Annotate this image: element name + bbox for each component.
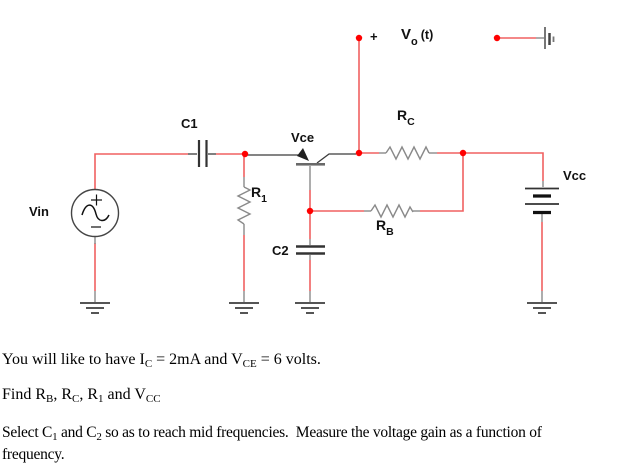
ground-icon-r1 — [229, 302, 259, 314]
label-rc-sub: C — [407, 116, 415, 128]
ground-icon-vin — [80, 302, 110, 314]
resistor-rc — [385, 145, 430, 161]
resistor-r1 — [236, 186, 252, 225]
label-vo-paren: (t) — [420, 28, 434, 42]
problem-line-4: frequency. — [2, 446, 65, 464]
p2-sub-rb: B — [46, 393, 54, 405]
circuit-canvas — [70, 27, 559, 314]
label-rc-main: R — [397, 107, 408, 123]
p2-text: and V — [103, 386, 146, 403]
p2-sub-rc: C — [72, 393, 80, 405]
wires — [94, 37, 544, 291]
label-vcc: Vcc — [563, 168, 587, 183]
p3-sub-c2: 2 — [96, 431, 102, 443]
p1-text: = 6 volts. — [256, 351, 321, 368]
label-r1-sub: 1 — [261, 193, 267, 205]
p3-text: and C — [57, 424, 97, 441]
label-rb-sub: B — [386, 226, 394, 238]
label-c2: C2 — [272, 243, 289, 258]
problem-line-3: Select C1 and C2 so as to reach mid freq… — [2, 424, 542, 443]
p1-text: You will like to have I — [2, 351, 145, 368]
battery-icon — [525, 187, 559, 215]
label-rc: RC — [397, 107, 415, 128]
label-vo-plus: + — [370, 29, 378, 44]
capacitor-c1 — [197, 140, 208, 167]
problem-line-2: Find RB, RC, R1 and VCC — [2, 386, 161, 405]
p2-text: , R — [79, 386, 99, 403]
ground-icon-vcc — [527, 302, 557, 314]
p3-text: so as to reach mid frequencies. Measure … — [101, 424, 542, 441]
p3-text: Select C — [2, 424, 53, 441]
label-vin: Vin — [29, 204, 49, 219]
label-rb: RB — [376, 217, 394, 238]
label-vo-main: V — [401, 26, 412, 43]
p3-text-cont: frequency. — [2, 446, 65, 463]
label-r1: R1 — [251, 184, 267, 205]
ground-icon-output — [544, 27, 555, 49]
problem-line-1: You will like to have IC = 2mA and VCE =… — [2, 351, 321, 370]
node-dots — [241, 34, 501, 215]
p1-text: = 2mA and V — [152, 351, 243, 368]
p2-text: Find R — [2, 386, 47, 403]
component-leads — [94, 37, 544, 302]
dark-lines — [188, 153, 356, 164]
label-rb-main: R — [376, 217, 387, 233]
resistor-rb — [370, 203, 414, 219]
p1-sub-ic: C — [144, 358, 153, 370]
label-r1-main: R — [251, 184, 262, 200]
ac-source-icon — [70, 188, 120, 238]
label-vo: Vo(t) — [401, 26, 433, 48]
p1-sub-vce: CE — [242, 358, 257, 370]
p3-sub-c1: 1 — [52, 431, 58, 443]
p2-text: , R — [53, 386, 73, 403]
bjt-transistor-icon — [296, 148, 325, 166]
label-vce: Vce — [291, 130, 315, 145]
ground-icon-c2 — [295, 302, 325, 314]
label-vo-sub: o — [411, 36, 418, 48]
p2-sub-r1: 1 — [98, 393, 104, 405]
label-c1: C1 — [181, 116, 198, 131]
capacitor-c2 — [296, 245, 325, 255]
p2-sub-vcc: CC — [145, 393, 161, 405]
